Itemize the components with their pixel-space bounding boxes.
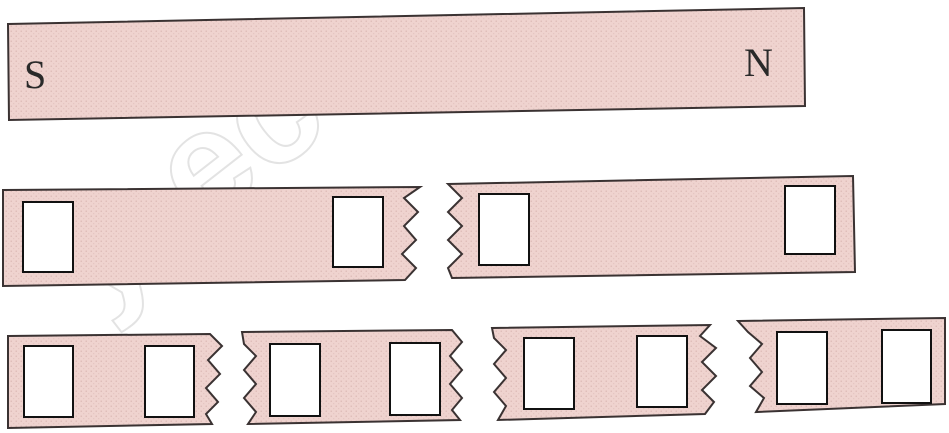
blank-pole-label [333, 197, 383, 267]
whole-magnet: S N [8, 8, 805, 120]
blank-pole-label [637, 336, 687, 407]
south-pole-label: S [24, 52, 46, 97]
blank-pole-label [777, 332, 827, 404]
blank-pole-label [270, 344, 320, 416]
magnet-broken-in-four [8, 318, 945, 428]
blank-pole-label [524, 338, 574, 409]
magnet-broken-in-two [3, 176, 855, 286]
blank-pole-label [785, 186, 835, 254]
blank-pole-label [390, 343, 440, 415]
blank-pole-label [479, 194, 529, 265]
north-pole-label: N [744, 40, 773, 85]
blank-pole-label [145, 346, 194, 417]
blank-pole-label [23, 202, 73, 272]
blank-pole-label [882, 330, 931, 403]
blank-pole-label [24, 346, 73, 417]
